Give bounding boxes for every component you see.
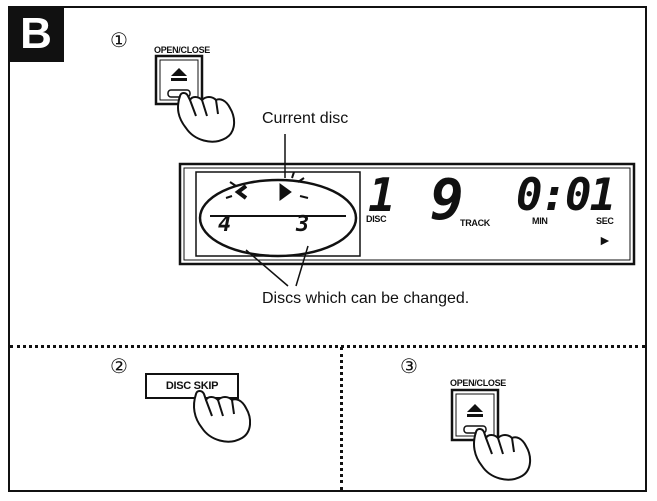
step-1-number: ① [110,28,128,52]
play-icon: ► [598,232,612,248]
changeable-discs-label: Discs which can be changed. [262,290,470,307]
disc-skip-button[interactable]: DISC SKIP [145,373,239,399]
dotted-separator-vertical [340,347,343,490]
open-close-label-1: OPEN/CLOSE [154,45,211,55]
track-number: 9 [430,168,464,233]
sec-unit-label: SEC [596,216,614,226]
dotted-separator-horizontal [10,345,645,348]
disc-unit-label: DISC [366,214,387,224]
elapsed-time: 0:01 [516,170,616,221]
open-close-label-3: OPEN/CLOSE [450,378,507,388]
eject-icon [171,68,187,81]
min-unit-label: MIN [532,216,548,226]
disc-number: 1 [368,168,396,222]
current-disc-indicator [225,171,309,201]
lcd-display-panel [178,134,636,287]
eject-icon [467,404,483,417]
step-3-number: ③ [400,354,418,378]
diagram-frame [8,6,647,492]
pressing-hand-icon [473,428,532,481]
section-badge: B [8,6,64,62]
pressing-hand-icon [193,390,252,443]
tray-disc-left: 4 [218,212,232,237]
step-2-number: ② [110,354,128,378]
pressing-hand-icon [177,92,236,143]
current-disc-label: Current disc [262,110,349,127]
tray-disc-right: 3 [296,212,310,237]
track-unit-label: TRACK [460,218,490,228]
